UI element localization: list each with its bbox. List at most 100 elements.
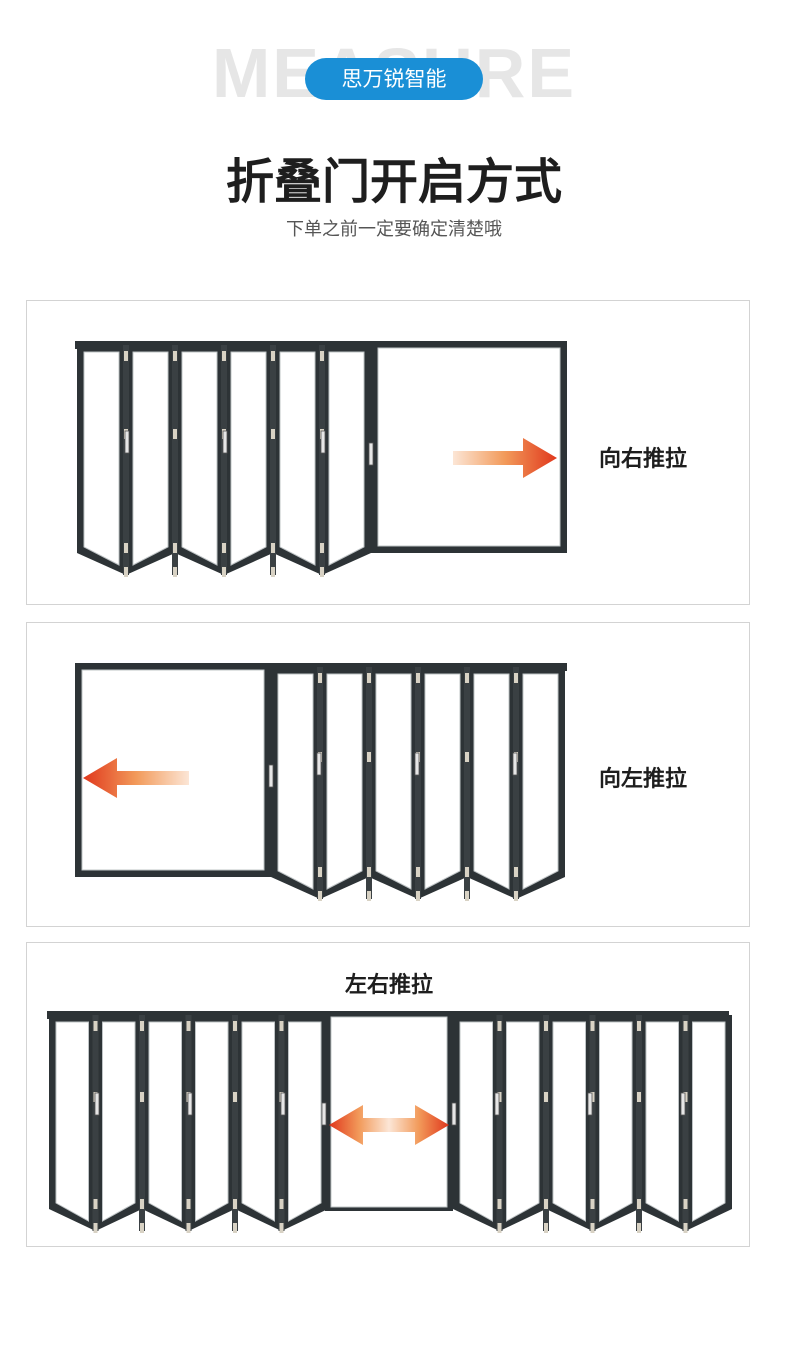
hinge-post — [513, 667, 519, 899]
hinge-knuckle — [173, 567, 177, 577]
hinge-post — [415, 667, 421, 899]
door-handle — [414, 752, 420, 776]
hinge-knuckle — [279, 1021, 284, 1031]
door-glass — [522, 673, 559, 890]
hinge-knuckle — [497, 1092, 502, 1102]
hinge-knuckle — [140, 1021, 144, 1031]
door-handle — [187, 1092, 193, 1116]
hinge-knuckle — [544, 1199, 548, 1209]
door-illustration-both — [47, 1011, 732, 1233]
hinge-post — [319, 345, 325, 575]
hinge-knuckle — [173, 543, 177, 553]
label-slide-left: 向左推拉 — [599, 767, 688, 792]
hinge-knuckle — [233, 1092, 237, 1102]
center-opening-glass — [330, 1016, 448, 1208]
hinge-knuckle — [222, 567, 226, 577]
hinge-knuckle — [683, 1021, 688, 1031]
hinge-knuckle — [637, 1092, 641, 1102]
door-handle — [680, 1092, 686, 1116]
door-glass — [326, 673, 363, 890]
door-handle — [320, 430, 326, 454]
hinge-knuckle — [497, 1223, 502, 1233]
door-glass — [279, 351, 316, 566]
hinge-post — [172, 345, 178, 575]
hinge-knuckle — [318, 891, 322, 901]
hinge-knuckle — [222, 543, 226, 553]
door-glass — [148, 1021, 182, 1222]
hinge-knuckle — [320, 543, 324, 553]
hinge-post — [543, 1015, 549, 1231]
door-handle — [316, 752, 322, 776]
hinge-knuckle — [465, 867, 469, 877]
hinge-knuckle — [318, 867, 322, 877]
door-glass — [424, 673, 461, 890]
door-glass — [241, 1021, 275, 1222]
door-handle — [94, 1092, 100, 1116]
hinge-knuckle — [465, 673, 469, 683]
hinge-knuckle — [544, 1021, 548, 1031]
door-handle — [222, 430, 228, 454]
door-illustration-left — [75, 663, 567, 901]
hinge-knuckle — [320, 567, 324, 577]
hinge-knuckle — [222, 351, 226, 361]
hinge-knuckle — [124, 567, 128, 577]
page-subtitle: 下单之前一定要确定清楚哦 — [286, 219, 502, 240]
hinge-knuckle — [683, 1223, 688, 1233]
door-glass — [288, 1021, 322, 1222]
door-handle — [124, 430, 130, 454]
hinge-knuckle — [271, 351, 275, 361]
door-illustration-right — [75, 341, 567, 577]
brand-badge: 思万锐智能 — [305, 58, 483, 100]
hinge-post — [496, 1015, 503, 1231]
hinge-knuckle — [124, 543, 128, 553]
label-slide-right: 向右推拉 — [599, 447, 688, 472]
hinge-knuckle — [93, 1199, 98, 1209]
hinge-knuckle — [637, 1021, 641, 1031]
hinge-knuckle — [186, 1021, 191, 1031]
hinge-knuckle — [271, 567, 275, 577]
door-handle — [587, 1092, 593, 1116]
hinge-knuckle — [186, 1199, 191, 1209]
hinge-knuckle — [367, 752, 371, 762]
door-handle — [512, 752, 518, 776]
door-glass — [473, 673, 510, 890]
hinge-post — [270, 345, 276, 575]
door-glass — [132, 351, 169, 566]
hinge-knuckle — [514, 891, 518, 901]
hinge-knuckle — [514, 673, 518, 683]
door-glass — [692, 1021, 726, 1222]
hinge-knuckle — [416, 891, 420, 901]
hinge-knuckle — [544, 1223, 548, 1233]
hinge-knuckle — [318, 673, 322, 683]
hinge-knuckle — [140, 1199, 144, 1209]
panel-slide-left: 向左推拉 — [26, 622, 750, 927]
door-glass — [83, 351, 120, 566]
hinge-post — [92, 1015, 99, 1231]
arrow-left — [329, 1105, 389, 1145]
label-slide-both: 左右推拉 — [345, 973, 434, 998]
door-glass — [277, 673, 314, 890]
door-glass — [375, 673, 412, 890]
hinge-knuckle — [140, 1223, 144, 1233]
door-glass — [645, 1021, 679, 1222]
hinge-knuckle — [637, 1223, 641, 1233]
hinge-knuckle — [465, 752, 469, 762]
hinge-knuckle — [173, 351, 177, 361]
hinge-knuckle — [416, 673, 420, 683]
hinge-post — [589, 1015, 596, 1231]
hinge-knuckle — [93, 1021, 98, 1031]
hinge-knuckle — [544, 1092, 548, 1102]
door-handle — [368, 442, 374, 466]
hinge-post — [139, 1015, 145, 1231]
page-title: 折叠门开启方式 — [225, 154, 562, 210]
panel-slide-right: 向右推拉 — [26, 300, 750, 605]
hinge-knuckle — [173, 429, 177, 439]
hinge-knuckle — [367, 867, 371, 877]
door-handle — [321, 1102, 327, 1126]
arrow-right — [453, 438, 557, 478]
hinge-knuckle — [514, 867, 518, 877]
hinge-post — [221, 345, 227, 575]
hinge-knuckle — [497, 1021, 502, 1031]
hinge-post — [317, 667, 323, 899]
door-glass — [181, 351, 218, 566]
